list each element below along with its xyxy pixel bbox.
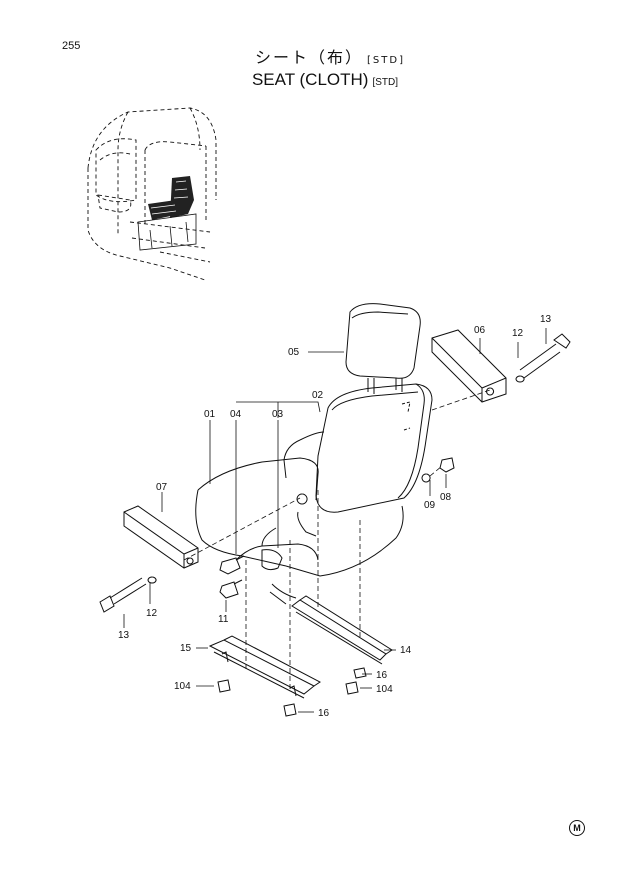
callout-16-left: 16: [318, 708, 330, 719]
title-japanese: シート（布）[STD]: [40, 44, 620, 68]
callout-104-right: 104: [376, 684, 393, 695]
left-side-cover: [123, 505, 199, 569]
callout-09: 09: [424, 500, 436, 511]
cab-locator-sketch: [87, 107, 217, 281]
callout-14: 14: [400, 645, 412, 656]
callout-13-left: 13: [118, 630, 130, 641]
title-english: SEAT (CLOTH)[STD]: [30, 70, 620, 90]
corner-mark: M: [569, 820, 585, 836]
rail-nuts: [217, 667, 367, 717]
callout-15: 15: [180, 643, 192, 654]
left-bolt-washer: [99, 576, 157, 613]
callout-03: 03: [272, 409, 284, 420]
cab-seat-base: [137, 213, 197, 251]
seat-assembly: [195, 383, 433, 577]
callout-01: 01: [204, 409, 216, 420]
callout-13-right: 13: [540, 314, 552, 325]
right-bolt-washer: [515, 333, 571, 383]
title-jp-text: シート（布）: [255, 48, 364, 67]
callout-06: 06: [474, 325, 486, 336]
callout-12-right: 12: [512, 328, 524, 339]
right-side-cover: [431, 329, 507, 403]
callout-04: 04: [230, 409, 242, 420]
title-block: シート（布）[STD] SEAT (CLOTH)[STD]: [0, 44, 620, 90]
callout-05: 05: [288, 347, 300, 358]
small-hardware: [219, 457, 455, 605]
callout-16-right: 16: [376, 670, 388, 681]
leader-lines: [123, 328, 547, 713]
callout-02: 02: [312, 390, 324, 401]
cab-seat-highlight: [148, 176, 194, 220]
callout-07: 07: [156, 482, 168, 493]
page-number: 255: [62, 40, 81, 52]
assembly-lines: [183, 389, 491, 690]
headrest: [345, 303, 421, 394]
title-en-std: [STD]: [372, 77, 399, 88]
callout-08: 08: [440, 492, 452, 503]
title-en-text: SEAT (CLOTH): [251, 70, 369, 89]
callout-12-left: 12: [146, 608, 158, 619]
seat-rails: [208, 595, 393, 699]
title-jp-std: [STD]: [367, 55, 405, 66]
callout-labels: 05 06 12 13 02 01 04 03 07 08 09 11 12 1…: [118, 314, 552, 719]
callout-11: 11: [218, 614, 229, 625]
callout-104-left: 104: [174, 681, 191, 692]
